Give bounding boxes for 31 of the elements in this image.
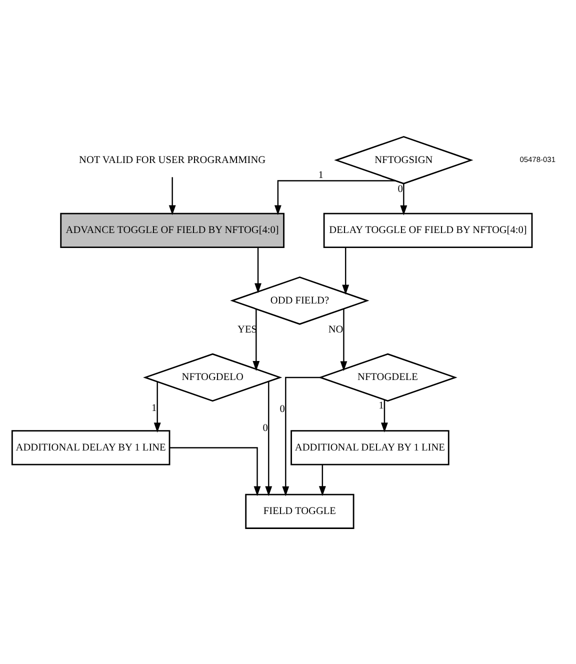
node-text: NOT VALID FOR USER PROGRAMMING — [79, 154, 266, 166]
arrow — [340, 308, 348, 371]
arrow — [282, 376, 320, 496]
node-box: DELAY TOGGLE OF FIELD BY NFTOG[4:0] — [323, 212, 533, 248]
arrow — [381, 400, 388, 432]
arrow — [254, 246, 262, 293]
node-box: ADDITIONAL DELAY BY 1 LINE — [11, 430, 170, 465]
arrow — [168, 176, 176, 215]
arrow — [170, 446, 261, 496]
node-diamond: NFTOGDELO — [143, 352, 282, 402]
edge-label: 1 — [318, 169, 324, 180]
node-box: ADDITIONAL DELAY BY 1 LINE — [290, 430, 450, 465]
arrow — [265, 381, 272, 496]
edge-label: 1 — [378, 400, 384, 412]
edge-label: 1 — [151, 402, 157, 414]
arrow — [400, 183, 408, 215]
edge-label: 0 — [280, 403, 285, 414]
edge-label: 0 — [398, 183, 403, 194]
node-diamond: NFTOGSIGN — [334, 136, 474, 184]
node-diamond: NFTOGDELE — [318, 352, 458, 402]
arrow — [342, 246, 350, 294]
node-box: ADVANCE TOGGLE OF FIELD BY NFTOG[4:0] — [60, 212, 284, 248]
arrow — [274, 180, 396, 215]
edge-label: 0 — [262, 422, 268, 434]
node-diamond: ODD FIELD? — [230, 276, 370, 324]
label: 05478-031 — [520, 154, 556, 164]
arrow — [252, 308, 260, 370]
arrow — [318, 464, 326, 496]
edge-label: NO — [328, 324, 344, 335]
arrow — [154, 382, 161, 432]
node-box: FIELD TOGGLE — [245, 493, 354, 528]
